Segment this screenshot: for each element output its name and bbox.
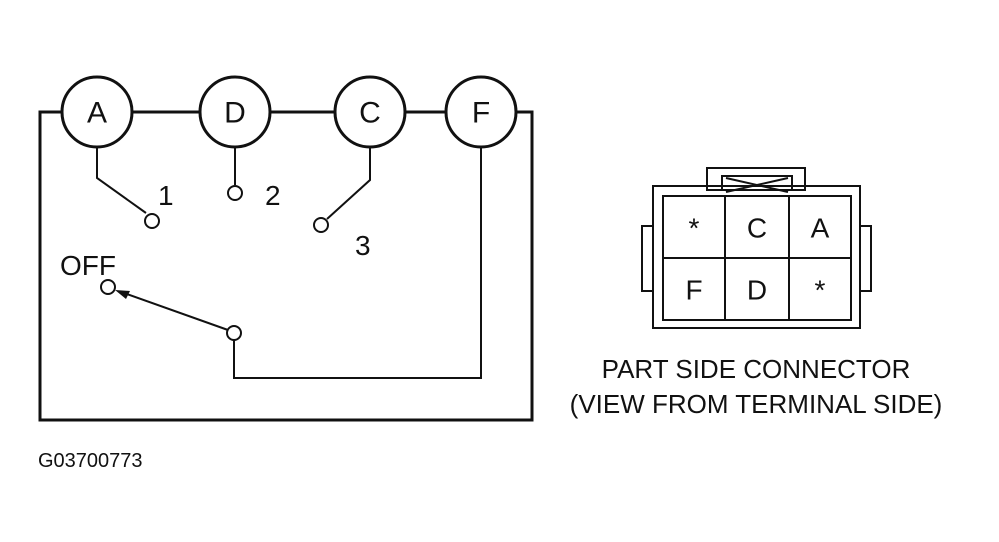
terminal-f-label: F	[472, 97, 490, 130]
terminal-c-label: C	[359, 97, 381, 130]
connector-caption-line1: PART SIDE CONNECTOR	[602, 354, 911, 384]
terminal-a: A	[60, 75, 134, 149]
contact-pos2	[227, 185, 243, 201]
switch-arm-arrowhead	[115, 290, 130, 299]
switch-schematic: A D C F 1 2 3 OFF	[38, 75, 534, 422]
terminal-c: C	[333, 75, 407, 149]
connector-cell-r1c2: C	[747, 213, 767, 244]
arm-pivot	[226, 325, 242, 341]
lead-pivot-to-f	[233, 147, 482, 379]
off-label: OFF	[60, 250, 116, 281]
part-side-connector: * C A F D * PART SIDE CONNECTOR (VIEW FR…	[570, 167, 943, 419]
pos2-label: 2	[265, 180, 281, 211]
figure-id: G03700773	[38, 450, 143, 472]
contact-off	[100, 279, 116, 295]
connector-side-guide-left	[641, 225, 654, 292]
terminal-d-label: D	[224, 97, 246, 130]
connector-cell-r1c1: *	[689, 213, 700, 244]
connector-cell-r2c2: D	[747, 275, 767, 306]
connector-cell-r2c1: F	[685, 275, 702, 306]
pos1-label: 1	[158, 180, 174, 211]
terminal-d: D	[198, 75, 272, 149]
contact-pos1	[144, 213, 160, 229]
connector-side-guide-right	[859, 225, 872, 292]
switch-arm	[123, 292, 229, 331]
lead-c-to-pos3	[326, 147, 371, 220]
connector-cell-r1c3: A	[811, 213, 830, 244]
contact-pos3	[313, 217, 329, 233]
terminal-a-label: A	[87, 97, 107, 130]
lead-a-to-pos1	[96, 147, 147, 214]
connector-caption-line2: (VIEW FROM TERMINAL SIDE)	[570, 389, 943, 419]
switch-frame	[38, 110, 534, 422]
connector-lock-tab-inner	[721, 175, 793, 191]
terminal-f: F	[444, 75, 518, 149]
pos3-label: 3	[355, 230, 371, 261]
connector-cell-r2c3: *	[815, 275, 826, 306]
